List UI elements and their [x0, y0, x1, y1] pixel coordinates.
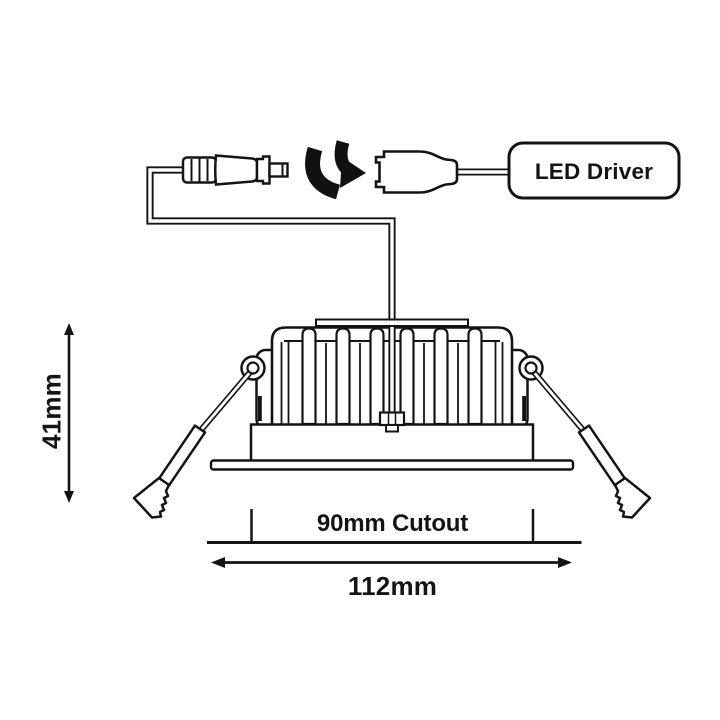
clip-slot-right	[522, 396, 526, 421]
clip-rod-core	[199, 369, 254, 431]
cutout-label: 90mm Cutout	[317, 510, 468, 537]
spring-clip-right	[529, 368, 652, 519]
width-arrowhead-left	[211, 557, 225, 568]
width-label: 112mm	[348, 571, 437, 601]
led-driver-box: LED Driver	[507, 141, 681, 200]
width-arrowhead-right	[558, 557, 572, 568]
heatsink-top-plate	[315, 318, 469, 327]
male-connector-icon	[181, 154, 289, 186]
downlight-fixture	[132, 318, 652, 519]
heatsink-fin	[467, 327, 483, 426]
dimension-cutout: 90mm Cutout	[207, 509, 582, 544]
spring-clip-left	[132, 368, 255, 519]
clip-rod-core	[530, 369, 585, 431]
female-connector-icon	[374, 150, 459, 194]
heatsink-fin	[433, 327, 449, 426]
height-label: 41mm	[37, 373, 67, 449]
heatsink-fin	[335, 327, 351, 426]
terminal-block	[378, 411, 406, 427]
wire-outline	[146, 166, 396, 321]
clip-arm	[577, 424, 627, 487]
connector-pin	[268, 162, 289, 178]
driver-outline	[507, 141, 681, 200]
twist-ribbon-left	[305, 146, 341, 200]
ear-hub-right	[524, 361, 538, 375]
clip-arm	[157, 424, 207, 487]
female-connector-body	[374, 150, 459, 194]
connector-collar	[255, 155, 271, 185]
clip-slot-left	[258, 396, 262, 421]
led-driver-label: LED Driver	[535, 159, 653, 184]
height-arrowhead-bottom	[64, 491, 74, 503]
terminal-tab	[385, 424, 399, 433]
twist-arrowhead	[340, 157, 366, 188]
clip-foot	[613, 476, 652, 519]
dimension-width: 112mm	[211, 557, 572, 601]
height-arrowhead-top	[64, 323, 74, 335]
trim-flange	[209, 459, 575, 471]
wire-core	[148, 168, 394, 321]
wire-connector-to-fixture	[146, 166, 396, 321]
heatsink-fin	[301, 327, 317, 426]
dimension-height: 41mm	[37, 323, 74, 503]
twist-arrow-icon	[305, 140, 366, 200]
heatsink-fin	[369, 327, 385, 426]
clip-foot	[132, 476, 171, 519]
heatsink-fin	[399, 327, 415, 426]
connector-barrel	[214, 154, 259, 186]
ear-hub-left	[246, 361, 260, 375]
